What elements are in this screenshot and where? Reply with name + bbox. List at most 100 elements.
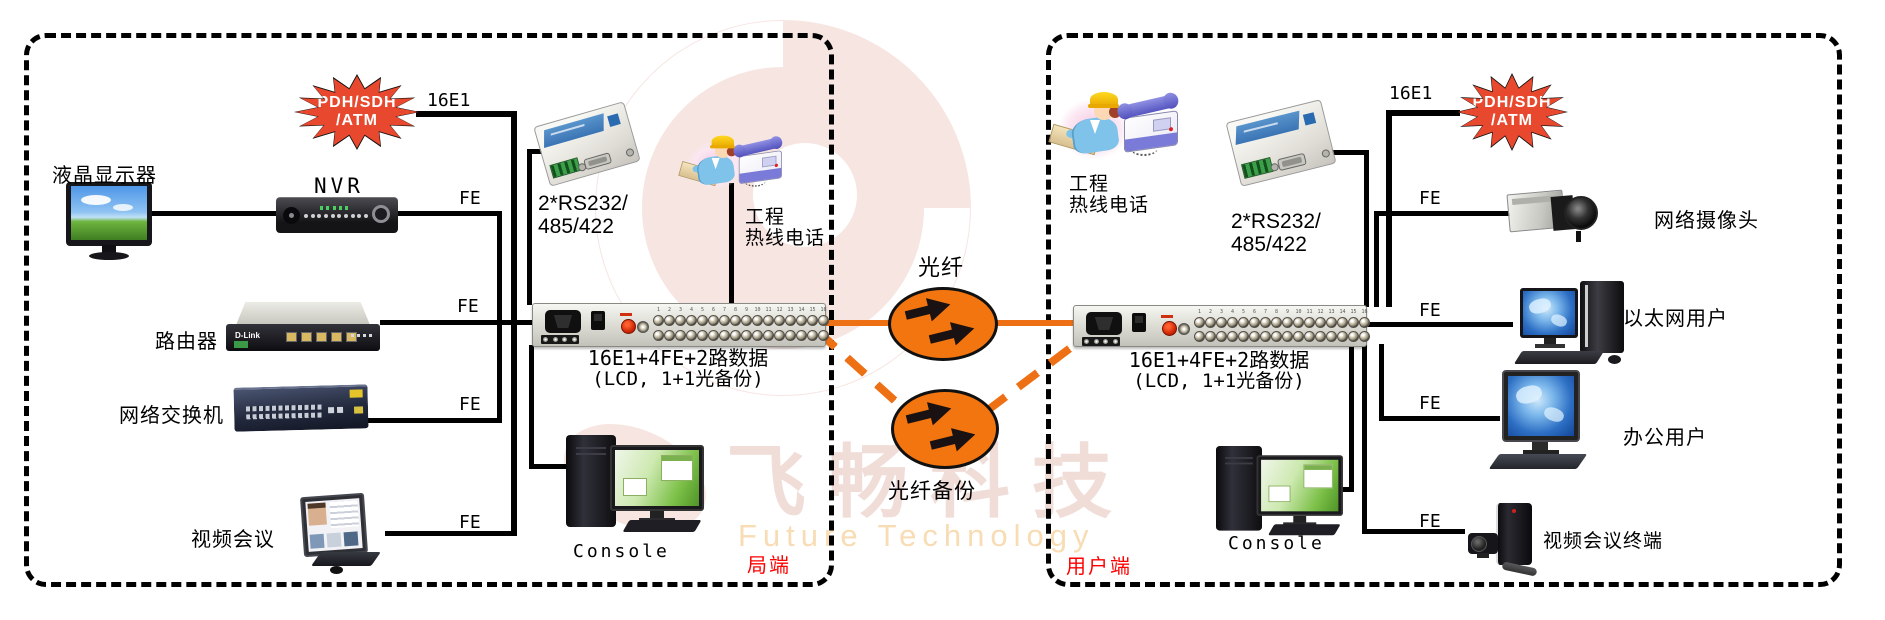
bnc-number: 6 — [1252, 308, 1256, 315]
bnc-number: 15 — [1350, 308, 1357, 315]
bnc-connector — [1271, 330, 1282, 342]
label-ethernet-user: 以太网用户 — [1623, 308, 1728, 330]
bnc-connector — [807, 315, 818, 326]
label-mux-line1: 16E1+4FE+2路数据 — [587, 346, 769, 370]
bnc-number: 4 — [689, 306, 693, 313]
arrow-right-icon — [904, 397, 954, 431]
bnc-number: 16 — [820, 306, 827, 313]
router-brand-text: D-Link — [235, 331, 260, 340]
bnc-connector — [664, 315, 675, 326]
label-fe-vcterminal: FE — [1419, 511, 1441, 532]
router-front-face: D-Link — [226, 324, 380, 351]
vct-camera — [1468, 533, 1498, 554]
wire-hotline-drop-left — [729, 183, 734, 305]
bnc-number: 6 — [711, 306, 715, 313]
router-top-face — [236, 302, 370, 325]
wire-16e1-drop-right — [1386, 110, 1392, 307]
bnc-connector — [1238, 330, 1249, 342]
label-rs232-line1: 2*RS232/ — [538, 192, 628, 215]
office-monitor — [1502, 370, 1580, 442]
label-nvr: NVR — [314, 174, 364, 198]
bnc-connector — [1348, 316, 1359, 328]
label-mux-line2: (LCD, 1+1光备份) — [592, 368, 764, 390]
pc-base — [1535, 344, 1565, 348]
bnc-connector — [697, 330, 708, 341]
zone-box-user-side — [1046, 33, 1842, 587]
mux-fiber-port — [1161, 315, 1177, 336]
pc-stand — [1544, 338, 1556, 345]
bnc-connector — [708, 315, 719, 326]
bnc-number: 16 — [1361, 308, 1368, 315]
arrow-right-icon — [903, 293, 953, 327]
bnc-connector — [1205, 330, 1216, 342]
hotline-phone-right-icon — [1048, 90, 1183, 168]
mux-power-switch — [591, 311, 605, 330]
bnc-connector — [774, 330, 785, 341]
label-rs232-line2: 485/422 — [538, 215, 614, 238]
label-camera: 网络摄像头 — [1654, 210, 1759, 232]
label-hotline-line2: 热线电话 — [745, 228, 826, 249]
bnc-connector — [653, 330, 664, 341]
bnc-connector — [796, 315, 807, 326]
mux-fiber-port-secondary — [1178, 323, 1190, 335]
bnc-connector — [1348, 330, 1359, 342]
switch-uplink-ports — [327, 406, 344, 414]
monitor-screen — [71, 186, 147, 240]
console-pc-left-icon — [566, 435, 716, 535]
office-base — [1523, 450, 1559, 455]
bnc-connector — [1359, 330, 1370, 342]
wire-rs232-stub-left — [527, 149, 543, 154]
console-pc-right-icon — [1216, 446, 1354, 538]
watermark-brand-english: Future Technology — [738, 518, 1095, 553]
fiber-main-node-icon — [888, 287, 998, 361]
zone-box-central-office — [24, 33, 834, 587]
bnc-number: 4 — [1230, 308, 1234, 315]
pc-screen — [1523, 291, 1575, 335]
burst-text-line1: PDH/SDH — [317, 94, 397, 111]
pdh-sdh-atm-burst-left: PDH/SDH /ATM — [294, 74, 420, 150]
mux-power-inlet — [545, 310, 581, 333]
monitor-neck — [102, 245, 116, 253]
console-tower — [1216, 446, 1262, 531]
label-fiber-backup: 光纤备份 — [888, 480, 976, 503]
wire-camera-fe — [1374, 211, 1513, 216]
label-switch: 网络交换机 — [119, 405, 224, 427]
videoconf-terminal-icon — [1468, 503, 1550, 577]
bnc-number: 5 — [700, 306, 704, 313]
bnc-number: 14 — [798, 306, 805, 313]
label-mux-line1: 16E1+4FE+2路数据 — [1128, 348, 1310, 372]
office-keyboard — [1488, 454, 1588, 469]
bnc-connector — [1205, 316, 1216, 328]
hotline-phone-left-icon — [678, 134, 786, 197]
wire-console-drop-left — [529, 345, 534, 469]
mux-fiber-port-secondary — [637, 321, 649, 333]
label-fiber-main: 光纤 — [917, 255, 964, 280]
label-hotline-left: 工程 热线电话 — [745, 207, 825, 249]
bnc-connector — [719, 330, 730, 341]
bnc-number: 9 — [744, 306, 748, 313]
label-lcd-monitor: 液晶显示器 — [52, 165, 157, 187]
hotline-helmet — [711, 135, 734, 148]
bnc-connector — [818, 330, 829, 341]
pc-monitor — [1520, 288, 1578, 338]
console-monitor — [610, 445, 704, 511]
hotline-worker-shirt — [711, 158, 720, 170]
label-rs232-right: 2*RS232/ 485/422 — [1231, 210, 1321, 256]
label-fe-camera: FE — [1419, 188, 1441, 209]
bnc-connector — [785, 330, 796, 341]
bnc-connector — [807, 330, 818, 341]
router-ports — [286, 332, 357, 342]
bnc-number: 8 — [1274, 308, 1278, 315]
bnc-connector — [697, 315, 708, 326]
wire-16e1-right — [1386, 110, 1460, 116]
videoconf-screen — [305, 498, 363, 552]
label-hotline-right: 工程 热线电话 — [1069, 174, 1149, 216]
videoconf-mouse — [330, 566, 343, 574]
label-hotline-line2: 热线电话 — [1069, 195, 1150, 216]
office-user-pc-icon — [1488, 370, 1588, 470]
bnc-connector — [686, 330, 697, 341]
bnc-number: 1 — [1197, 308, 1201, 315]
videoconf-pc-icon — [299, 492, 384, 575]
